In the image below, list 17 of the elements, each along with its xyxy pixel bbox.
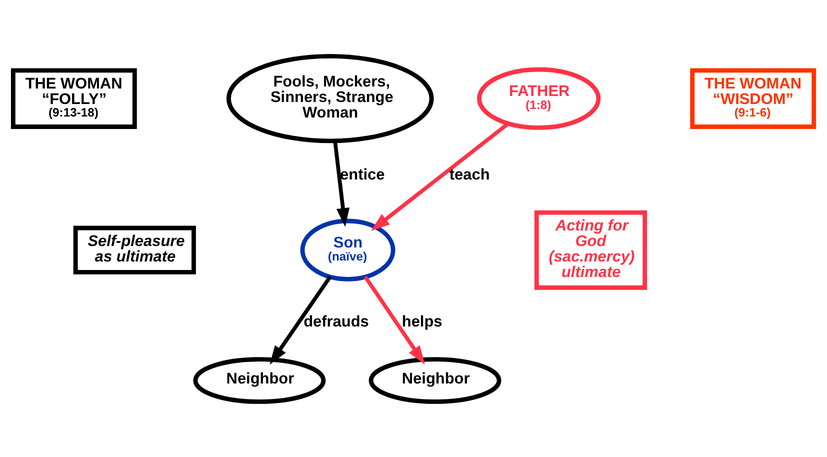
- edge-label: teach: [449, 166, 490, 184]
- node-ellipse: Son (naïve): [300, 218, 396, 281]
- arrow: [270, 275, 332, 364]
- arrow: [364, 275, 425, 364]
- edge-label: helps: [402, 313, 442, 330]
- arrow: [333, 140, 350, 226]
- node-ellipse: FATHER (1:8): [477, 66, 601, 130]
- node-ellipse: Neighbor: [193, 356, 326, 404]
- arrow: [371, 122, 510, 230]
- node-ellipse: Fools, Mockers, Sinners, Strange Woman: [226, 54, 434, 143]
- edge-label: entice: [340, 166, 385, 184]
- node-box: THE WOMAN “WISDOM” (9:1-6): [690, 68, 816, 128]
- node-box: THE WOMAN “FOLLY” (9:13-18): [10, 68, 137, 128]
- node-box: Self-pleasure as ultimate: [73, 225, 196, 274]
- node-ellipse: Neighbor: [368, 356, 502, 404]
- edge-label: defrauds: [304, 313, 369, 330]
- node-box: Acting for God (sac.mercy) ultimate: [534, 210, 648, 290]
